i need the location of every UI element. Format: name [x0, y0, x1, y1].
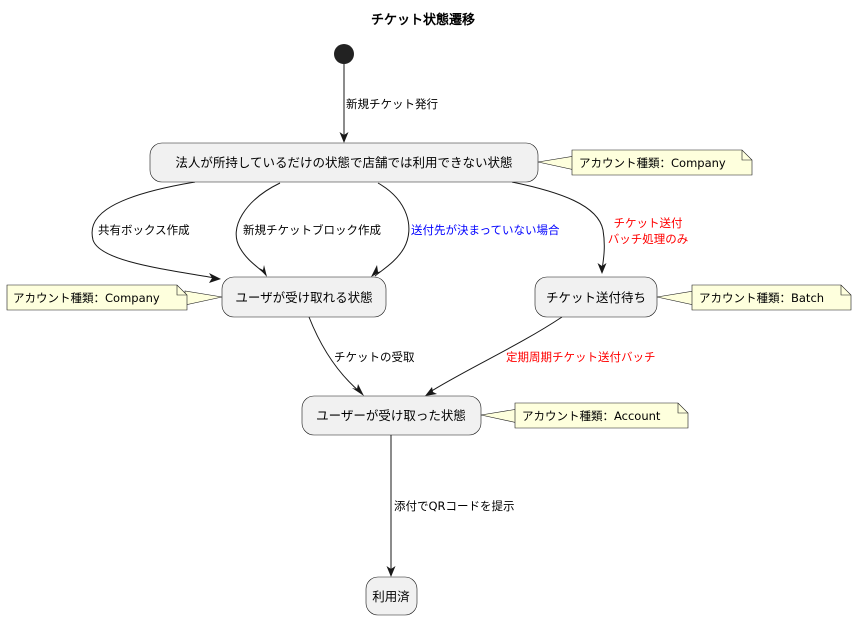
state-received-label: ユーザーが受け取った状態	[316, 408, 466, 423]
edge-new-block	[235, 182, 281, 277]
note-held-text: アカウント種類：Company	[579, 156, 726, 170]
state-received: ユーザーが受け取った状態	[301, 395, 482, 436]
edge-label-send-line2: バッチ処理のみ	[608, 232, 689, 246]
edge-label-undecided: 送付先が決まっていない場合	[411, 223, 560, 237]
edge-label-qr: 添付でQRコードを提示	[394, 499, 515, 513]
edge-label-issue: 新規チケット発行	[346, 97, 438, 111]
edge-qr	[386, 435, 396, 577]
state-used: 利用済	[365, 576, 418, 616]
edge-label-accept: チケットの受取	[334, 350, 415, 364]
note-held: アカウント種類：Company	[537, 149, 753, 176]
note-waiting-text: アカウント種類：Batch	[699, 291, 824, 305]
edge-send	[511, 181, 607, 274]
note-received: アカウント種類：Account	[480, 402, 689, 429]
diagram-title: チケット状態遷移	[371, 12, 475, 28]
edge-label-shared-box: 共有ボックス作成	[98, 223, 190, 237]
edge-label-new-block: 新規チケットブロック作成	[243, 223, 381, 237]
state-held-label: 法人が所持しているだけの状態で店舗では利用できない状態	[175, 155, 512, 170]
edge-label-batch: 定期周期チケット送付バッチ	[506, 350, 656, 364]
edge-label-send-line1: チケット送付	[614, 216, 683, 230]
edge-accept	[308, 316, 364, 396]
note-receivable: アカウント種類：Company	[6, 284, 223, 311]
state-waiting-label: チケット送付待ち	[546, 290, 646, 305]
edge-shared-box	[91, 181, 221, 283]
state-receivable-label: ユーザが受け取れる状態	[235, 290, 372, 305]
edge-issue	[339, 64, 349, 143]
start-node	[334, 44, 354, 64]
state-used-label: 利用済	[372, 589, 410, 604]
edge-undecided	[371, 182, 410, 277]
edge-batch	[425, 316, 563, 396]
note-receivable-text: アカウント種類：Company	[13, 291, 160, 305]
state-receivable: ユーザが受け取れる状態	[221, 276, 387, 318]
note-waiting: アカウント種類：Batch	[656, 284, 852, 311]
state-held: 法人が所持しているだけの状態で店舗では利用できない状態	[149, 142, 539, 183]
state-waiting: チケット送付待ち	[534, 276, 658, 318]
note-received-text: アカウント種類：Account	[522, 409, 661, 423]
